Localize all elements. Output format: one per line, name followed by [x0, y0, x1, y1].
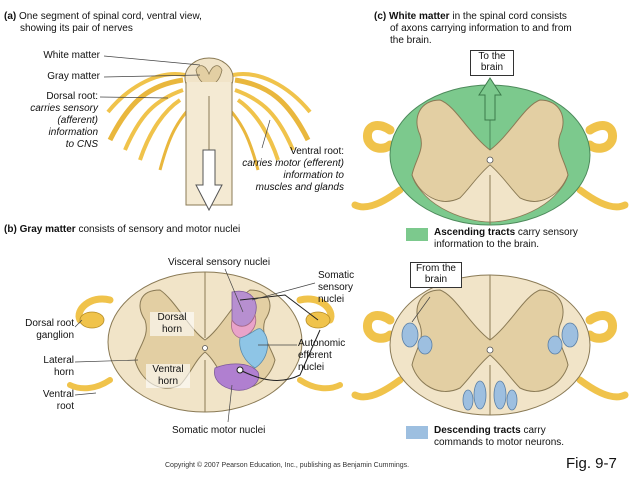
panel-c-descending-drawing [351, 274, 629, 416]
ascending-swatch [406, 228, 428, 241]
panel-c-ascending-drawing [351, 77, 629, 226]
figure-number: Fig. 9-7 [566, 455, 617, 472]
label-gray-matter: Gray matter [47, 71, 100, 82]
label-somatic-motor-nuclei: Somatic motor nuclei [172, 425, 266, 436]
label-dorsal-root: Dorsal root: carries sensory (afferent) … [30, 91, 98, 150]
copyright: Copyright © 2007 Pearson Education, Inc.… [165, 462, 410, 469]
ascending-legend: Ascending tracts carry sensory informati… [434, 227, 578, 250]
panel-b-title: (b) Gray matter consists of sensory and … [4, 224, 241, 235]
descending-swatch [406, 426, 428, 439]
panel-a-drawing [99, 55, 312, 212]
descending-legend: Descending tracts carry commands to moto… [434, 425, 565, 448]
panel-c-title: (c) White matter in the spinal cord cons… [374, 11, 572, 46]
panel-a-title: (a) One segment of spinal cord, ventral … [4, 11, 202, 34]
label-white-matter: White matter [43, 50, 100, 61]
label-ventral-root: Ventral root: carries motor (efferent) i… [242, 146, 344, 193]
label-visceral-sensory-nuclei: Visceral sensory nuclei [168, 257, 271, 268]
